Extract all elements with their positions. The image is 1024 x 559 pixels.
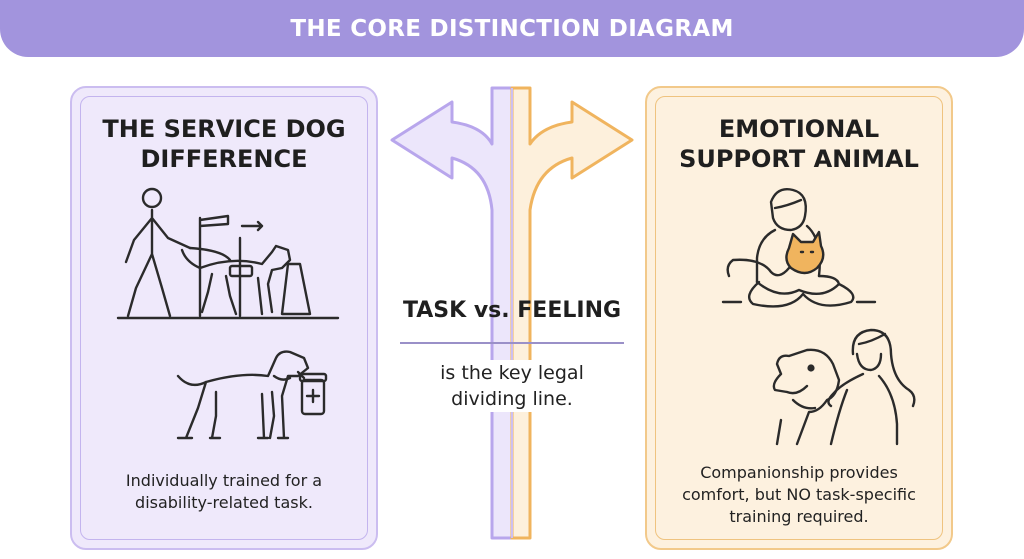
emotional-support-title: EMOTIONAL SUPPORT ANIMAL	[679, 115, 919, 173]
left-arrow-icon	[390, 86, 514, 540]
center-title: TASK vs. FEELING	[402, 298, 622, 323]
right-arrow-icon	[510, 86, 634, 540]
person-holding-cat-icon	[721, 188, 877, 308]
service-dog-title: THE SERVICE DOG DIFFERENCE	[102, 115, 346, 173]
center-subtitle: is the key legal dividing line.	[392, 360, 632, 412]
retrieving-medication-dog-icon	[176, 350, 328, 440]
service-dog-caption: Individually trained for a disability-re…	[125, 471, 323, 512]
person-with-dog-icon	[772, 328, 916, 446]
title-banner: THE CORE DISTINCTION DIAGRAM	[0, 0, 1024, 57]
diagram-title: THE CORE DISTINCTION DIAGRAM	[290, 15, 734, 42]
emotional-support-panel: EMOTIONAL SUPPORT ANIMAL Companionship p…	[645, 86, 953, 550]
guide-dog-walking-icon	[116, 187, 340, 320]
center-divider	[400, 342, 624, 344]
dividing-arrows	[390, 86, 634, 540]
service-dog-panel: THE SERVICE DOG DIFFERENCE Individually …	[70, 86, 378, 550]
emotional-support-caption: Companionship provides comfort, but NO t…	[682, 463, 916, 526]
